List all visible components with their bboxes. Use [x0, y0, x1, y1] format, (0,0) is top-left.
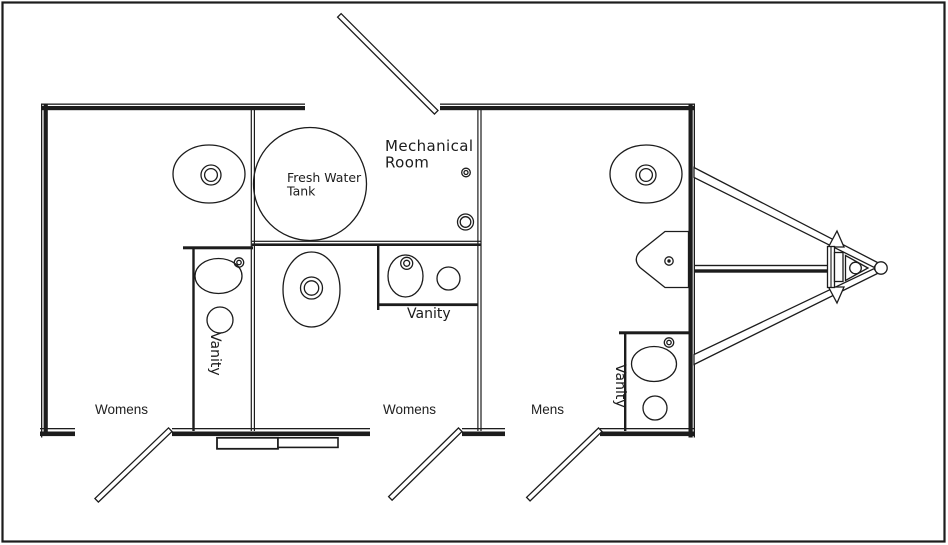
interior-walls: [250, 110, 482, 431]
fresh-water-tank: Fresh Water Tank: [252, 126, 368, 242]
jack-wing-upper: [827, 229, 845, 248]
room-womens-left: Vanity Womens: [95, 144, 253, 431]
toilet-womens-left: [172, 144, 246, 204]
faucet-womens-left-inner: [236, 259, 242, 266]
vanity-left-counter-top: [183, 246, 253, 250]
tank-circle: [252, 126, 368, 242]
partition-right-a: [477, 110, 479, 431]
toilet-womens-left-flush-outer: [200, 164, 222, 186]
tank-label-line2: Tank: [286, 184, 316, 199]
urinal-drain-dot: [667, 259, 671, 263]
bottom-wall-4: [600, 431, 694, 437]
trailer-tongue: [693, 166, 888, 366]
jack-wing-lower: [827, 286, 845, 305]
sink-womens-left: [194, 257, 243, 295]
bottom-wall-3-inner: [462, 428, 505, 430]
mech-fitting-small-outer: [461, 167, 471, 178]
toilet-womens-middle-flush-outer: [299, 276, 324, 300]
urinal-drain-outer: [664, 256, 674, 266]
vanity-mens-hole: [642, 395, 668, 421]
top-wall-right-outer: [440, 103, 694, 105]
left-wall: [43, 103, 48, 435]
bottom-wall-1-inner: [40, 428, 75, 430]
mech-fitting-large-outer: [456, 213, 475, 231]
exterior-walls: [40, 103, 695, 438]
toilet-mens-flush-outer: [635, 164, 657, 186]
urinal-mens: [635, 230, 690, 289]
faucet-womens-middle-inner: [403, 259, 411, 267]
step-1: [216, 436, 279, 450]
faucet-womens-middle-outer: [400, 256, 414, 270]
faucet-mens-outer: [663, 337, 675, 348]
vanity-mens-counter-top: [619, 331, 690, 335]
vanity-middle-counter-bottom: [377, 303, 478, 307]
mechanical-room-label-line1: Mechanical: [385, 137, 473, 155]
tongue-center-bar-thick: [694, 269, 830, 273]
mechanical-room: Mechanical Room: [385, 137, 475, 231]
mechanical-room-label-line2: Room: [385, 154, 429, 172]
room-mens: Vanity Mens: [531, 144, 690, 431]
bottom-wall-3: [462, 431, 505, 437]
vanity-middle-side: [377, 245, 380, 310]
room-label-mens: Mens: [531, 402, 564, 417]
doors: [94, 12, 603, 504]
vanity-middle-hole: [436, 266, 461, 291]
mech-fitting-small-inner: [463, 169, 469, 176]
tongue-center-bar-thin: [694, 264, 830, 267]
door-womens-left: [94, 426, 173, 504]
room-label-womens-middle: Womens: [383, 402, 436, 417]
room-womens-middle: Vanity Womens: [282, 245, 478, 417]
sink-mens: [630, 345, 678, 383]
partition-right-b: [480, 110, 482, 431]
partition-left-a: [250, 110, 252, 431]
step-2: [277, 436, 339, 449]
entry-steps: [216, 436, 339, 450]
sink-womens-middle: [387, 254, 424, 298]
coupler-latch-circle: [849, 261, 862, 275]
top-wall-left-outer: [41, 103, 305, 105]
vanity-mens-side: [624, 334, 627, 431]
door-womens-middle: [387, 427, 463, 502]
bottom-wall-2-inner: [172, 428, 370, 430]
vanity-left-side: [192, 249, 195, 431]
vanity-left-hole: [206, 306, 234, 334]
faucet-mens-inner: [666, 339, 672, 346]
door-mechanical-room: [336, 12, 439, 115]
toilet-womens-middle: [282, 251, 341, 328]
bottom-wall-2: [172, 431, 370, 437]
vanity-mens-label: Vanity: [612, 364, 628, 408]
left-wall-outer: [41, 103, 43, 438]
toilet-mens-flush-inner: [638, 167, 654, 183]
bottom-wall-1: [40, 431, 75, 437]
mech-fitting-large-inner: [459, 216, 472, 228]
tank-label-line1: Fresh Water: [287, 170, 362, 185]
mech-room-bottom-wall-a: [252, 240, 481, 242]
room-label-womens-left: Womens: [95, 402, 148, 417]
toilet-womens-middle-flush-inner: [303, 280, 320, 296]
door-mens: [525, 426, 603, 502]
partition-left-b: [253, 110, 255, 431]
right-wall: [688, 103, 693, 438]
top-wall-left: [41, 106, 305, 111]
bottom-wall-4-inner: [600, 428, 694, 430]
coupler-body: [833, 251, 844, 283]
toilet-mens: [609, 144, 683, 204]
vanity-middle-label: Vanity: [407, 306, 451, 322]
top-wall-right: [440, 106, 694, 111]
hitch-ball: [874, 261, 888, 275]
toilet-womens-left-flush-inner: [203, 167, 219, 183]
faucet-womens-left-outer: [233, 257, 245, 268]
vanity-left-label: Vanity: [207, 332, 223, 376]
mech-room-bottom-wall-b: [252, 243, 481, 246]
